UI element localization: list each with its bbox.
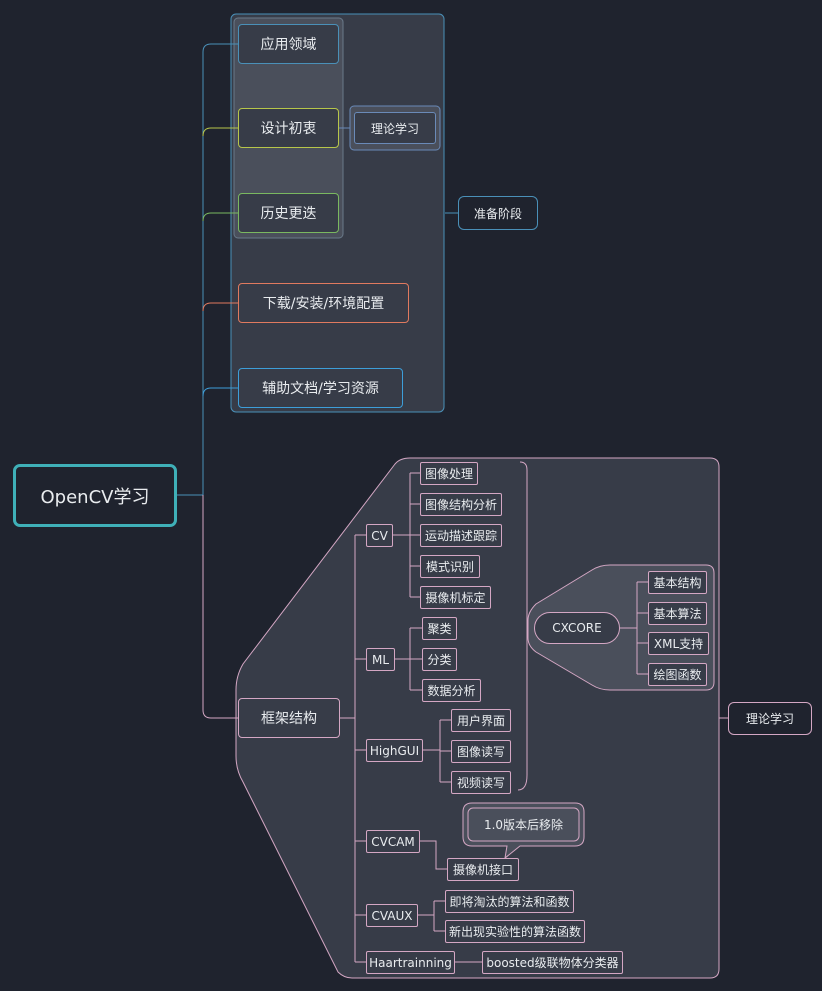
- framework-summary-label[interactable]: 理论学习: [728, 702, 812, 735]
- prep-item-application[interactable]: 应用领域: [238, 24, 339, 64]
- highgui-child-image-io[interactable]: 图像读写: [451, 740, 511, 763]
- prep-item-install[interactable]: 下载/安装/环境配置: [238, 283, 409, 323]
- prep-summary-label[interactable]: 准备阶段: [458, 196, 538, 230]
- prep-item-design[interactable]: 设计初衷: [238, 108, 339, 148]
- cvcam-child-camera-interface[interactable]: 摄像机接口: [447, 858, 519, 881]
- cvaux-child-experimental[interactable]: 新出现实验性的算法函数: [445, 920, 585, 943]
- framework-node[interactable]: 框架结构: [238, 698, 340, 738]
- cxcore-child-basic-algorithms[interactable]: 基本算法: [648, 602, 707, 625]
- cv-child-motion-tracking[interactable]: 运动描述跟踪: [420, 524, 502, 547]
- prep-item-docs[interactable]: 辅助文档/学习资源: [238, 368, 403, 408]
- cv-child-image-processing[interactable]: 图像处理: [420, 462, 478, 485]
- cxcore-node[interactable]: CXCORE: [534, 612, 620, 644]
- cxcore-child-xml-support[interactable]: XML支持: [648, 632, 709, 655]
- prep-theory-label[interactable]: 理论学习: [354, 112, 436, 144]
- highgui-child-ui[interactable]: 用户界面: [451, 709, 511, 732]
- cxcore-child-drawing[interactable]: 绘图函数: [648, 663, 707, 686]
- cxcore-child-basic-structures[interactable]: 基本结构: [648, 571, 707, 594]
- cv-child-structure-analysis[interactable]: 图像结构分析: [420, 493, 502, 516]
- module-ml[interactable]: ML: [366, 648, 395, 671]
- cv-child-pattern-recognition[interactable]: 模式识别: [420, 555, 480, 578]
- highgui-child-video-io[interactable]: 视频读写: [451, 771, 511, 794]
- note-bubble: [462, 802, 585, 860]
- cvcam-note: 1.0版本后移除: [483, 818, 564, 832]
- cvaux-child-deprecated[interactable]: 即将淘汰的算法和函数: [445, 890, 574, 913]
- prep-item-history[interactable]: 历史更迭: [238, 193, 339, 233]
- module-highgui[interactable]: HighGUI: [366, 739, 423, 762]
- root-node[interactable]: OpenCV学习: [13, 464, 177, 527]
- cv-child-camera-calibration[interactable]: 摄像机标定: [420, 586, 491, 609]
- ml-child-data-analysis[interactable]: 数据分析: [422, 679, 481, 702]
- ml-child-classification[interactable]: 分类: [422, 648, 457, 671]
- module-cvcam[interactable]: CVCAM: [366, 830, 420, 853]
- module-cv[interactable]: CV: [366, 524, 393, 547]
- haar-child-boosted[interactable]: boosted级联物体分类器: [482, 951, 623, 974]
- ml-child-clustering[interactable]: 聚类: [422, 617, 457, 640]
- module-cvaux[interactable]: CVAUX: [366, 904, 418, 927]
- module-haartrainning[interactable]: Haartrainning: [366, 951, 455, 974]
